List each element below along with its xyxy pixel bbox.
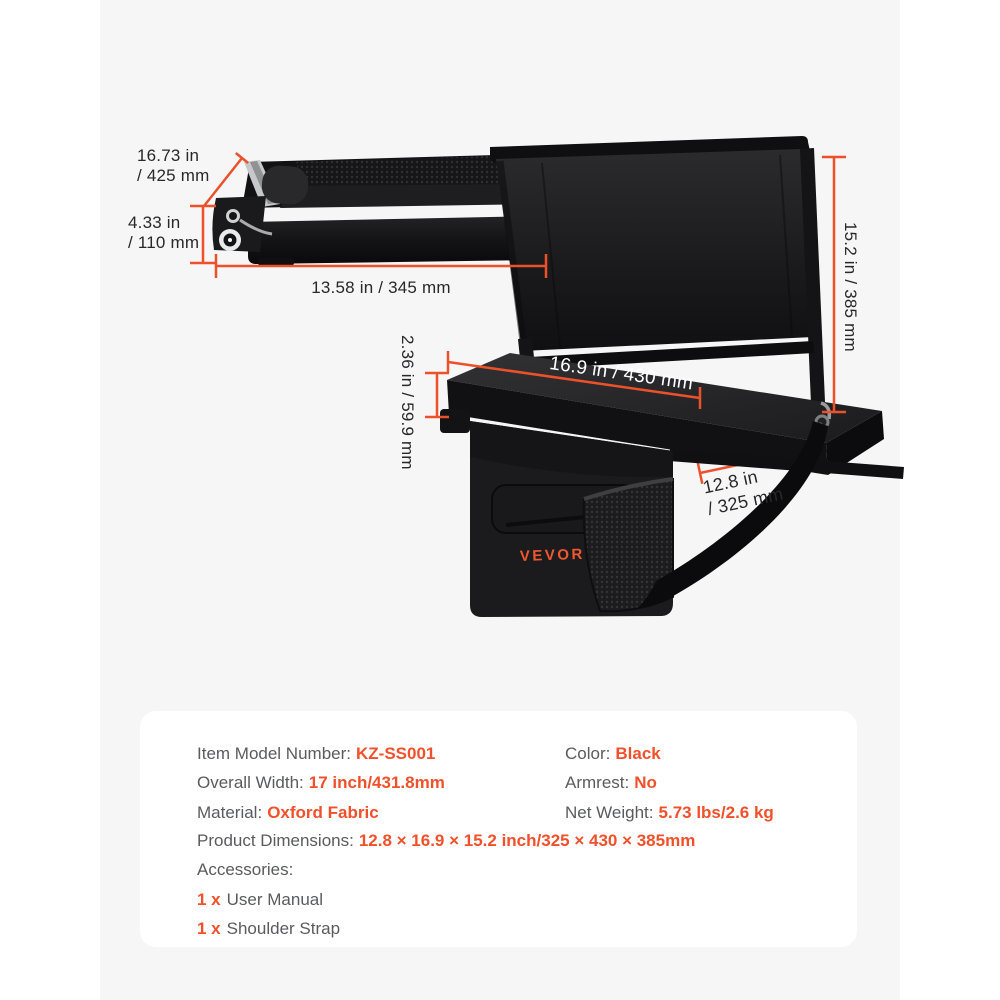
folded-seat-illustration <box>212 154 548 266</box>
spec-row-net-weight: Net Weight:5.73 lbs/2.6 kg <box>565 802 774 822</box>
spec-row-product-dimensions: Product Dimensions:12.8 × 16.9 × 15.2 in… <box>197 831 696 850</box>
vevor-logo: VEVOR <box>520 546 586 565</box>
spec-column-right: Color:Black Armrest:No Net Weight:5.73 l… <box>565 739 774 827</box>
label-folded-depth: 16.73 in / 425 mm <box>137 146 210 185</box>
folded-seat-cushion <box>248 216 548 264</box>
seat-cushion-front <box>447 380 828 475</box>
shoulder-strap <box>656 421 828 599</box>
spec-row-model: Item Model Number:KZ-SS001 <box>197 744 436 763</box>
seat-bracket-left <box>440 409 470 433</box>
spec-panel: Item Model Number:KZ-SS001 Overall Width… <box>140 711 857 947</box>
label-cushion-thickness: 2.36 in / 59.9 mm <box>398 334 417 470</box>
spec-column-left: Item Model Number:KZ-SS001 Overall Width… <box>197 739 445 827</box>
spec-row-overall-width: Overall Width:17 inch/431.8mm <box>197 773 445 793</box>
spec-row-color: Color:Black <box>565 744 661 763</box>
label-back-height: 15.2 in / 385 mm <box>841 222 860 352</box>
strap-hook <box>820 401 832 420</box>
spec-full-rows: Product Dimensions:12.8 × 16.9 × 15.2 in… <box>197 826 695 943</box>
frame-post-right <box>800 148 826 427</box>
under-seat-rail <box>669 449 904 479</box>
spec-row-armrest: Armrest:No <box>565 773 657 793</box>
pouch-flap <box>470 421 673 478</box>
label-folded-width: 13.58 in / 345 mm <box>311 278 451 297</box>
backrest <box>496 149 813 351</box>
spec-row-accessories: Accessories: <box>197 860 294 880</box>
hinge-lever <box>239 218 273 236</box>
label-folded-height: 4.33 in / 110 mm <box>128 213 200 252</box>
backrest-top-rail <box>490 136 810 163</box>
roller-bar <box>261 165 309 205</box>
folded-mesh-pocket <box>296 155 538 192</box>
spec-row-material: Material:Oxford Fabric <box>197 802 379 822</box>
